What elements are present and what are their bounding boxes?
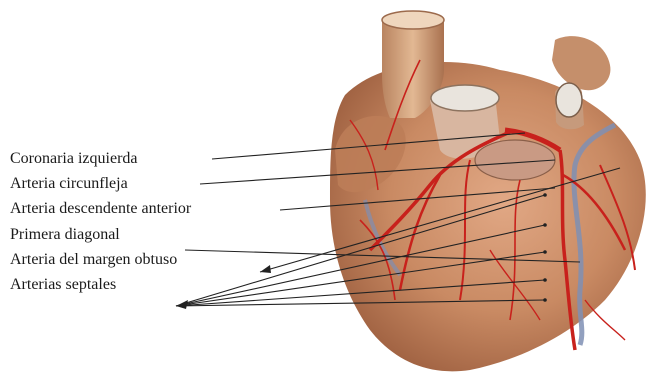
label-arteria-margen-obtuso: Arteria del margen obtuso xyxy=(10,251,177,269)
label-primera-diagonal: Primera diagonal xyxy=(10,226,120,244)
label-arteria-circunfleja: Arteria circunfleja xyxy=(10,175,128,193)
leader-end-dot xyxy=(543,223,547,227)
aorta-opening xyxy=(382,11,444,29)
superior-vena-cava-opening xyxy=(556,83,582,117)
leader-end-dot xyxy=(543,193,547,197)
label-coronaria-izquierda: Coronaria izquierda xyxy=(10,150,138,168)
label-arteria-descendente-anterior: Arteria descendente anterior xyxy=(10,200,191,218)
leader-end-dot xyxy=(543,250,547,254)
leader-end-dot xyxy=(543,278,547,282)
vessel-stump xyxy=(475,140,555,180)
label-arterias-septales: Arterias septales xyxy=(10,276,116,294)
pulmonary-vessel xyxy=(552,36,610,90)
septal-arrowhead xyxy=(176,300,188,309)
pulmonary-trunk-opening xyxy=(431,85,499,111)
margen-arrowhead xyxy=(260,265,271,273)
leader-end-dot xyxy=(543,298,547,302)
